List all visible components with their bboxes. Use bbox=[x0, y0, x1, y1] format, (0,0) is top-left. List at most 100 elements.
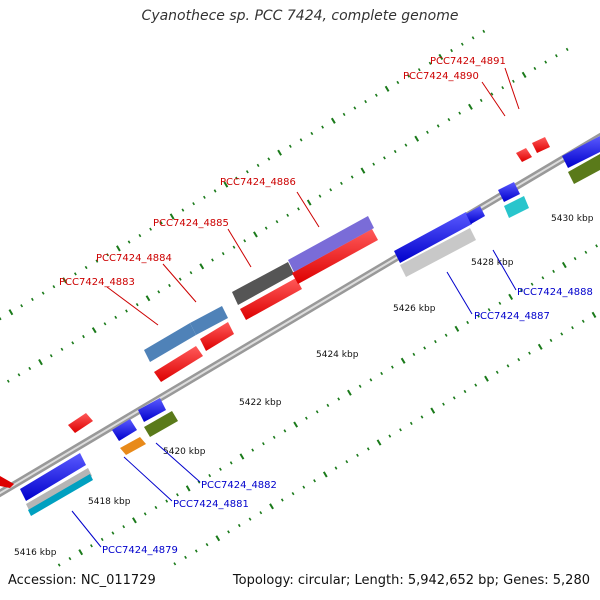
gene-feature[interactable] bbox=[232, 262, 294, 305]
gene-feature[interactable] bbox=[26, 468, 92, 512]
gene-feature[interactable] bbox=[498, 182, 520, 202]
gene-label[interactable]: PCC7424_4881 bbox=[173, 499, 249, 510]
gene-feature[interactable] bbox=[292, 229, 378, 284]
tick-mark bbox=[165, 499, 169, 503]
tick-mark bbox=[407, 74, 410, 78]
tick-mark bbox=[6, 379, 10, 383]
gene-feature[interactable] bbox=[138, 398, 166, 422]
gene-feature[interactable] bbox=[400, 228, 476, 277]
gene-feature[interactable] bbox=[112, 419, 137, 441]
tick-mark bbox=[31, 297, 34, 302]
ruler-label: 5416 kbp bbox=[14, 548, 57, 558]
gene-feature[interactable] bbox=[200, 322, 234, 351]
tick-mark bbox=[552, 269, 555, 274]
tick-mark bbox=[189, 271, 193, 275]
tick-mark bbox=[95, 259, 99, 263]
tick-mark bbox=[62, 277, 68, 284]
gene-feature[interactable] bbox=[144, 323, 196, 362]
gene-feature[interactable] bbox=[28, 474, 93, 516]
tick-mark bbox=[20, 304, 24, 308]
tick-mark bbox=[591, 311, 597, 318]
tick-mark bbox=[347, 389, 352, 396]
gene-feature[interactable] bbox=[240, 278, 302, 320]
tick-mark bbox=[498, 301, 502, 305]
tick-mark bbox=[211, 258, 214, 262]
gene-feature[interactable] bbox=[0, 476, 14, 488]
tick-mark bbox=[60, 347, 64, 351]
gene-feature[interactable] bbox=[516, 148, 532, 162]
tick-mark bbox=[501, 86, 505, 90]
gene-feature[interactable] bbox=[20, 453, 86, 501]
tick-mark bbox=[444, 333, 448, 337]
tick-mark bbox=[454, 325, 460, 332]
tick-mark bbox=[471, 36, 475, 40]
tick-mark bbox=[372, 162, 376, 166]
gene-feature[interactable] bbox=[68, 413, 93, 433]
tick-mark bbox=[318, 194, 322, 198]
ruler-label: 5424 kbp bbox=[316, 350, 359, 360]
tick-mark bbox=[269, 503, 274, 510]
tick-mark bbox=[248, 517, 252, 521]
tick-mark bbox=[125, 309, 128, 313]
accession-text: Accession: NC_011729 bbox=[8, 573, 156, 588]
tick-mark bbox=[111, 531, 115, 535]
gene-feature[interactable] bbox=[504, 196, 529, 218]
tick-mark bbox=[479, 98, 483, 103]
tick-mark bbox=[264, 226, 268, 230]
gene-feature[interactable] bbox=[144, 411, 178, 437]
tick-mark bbox=[138, 233, 142, 238]
gene-label[interactable]: PCC7424_4887 bbox=[474, 311, 550, 322]
gene-label[interactable]: PCC7424_4886 bbox=[220, 177, 296, 188]
tick-mark bbox=[482, 29, 486, 34]
gene-feature[interactable] bbox=[120, 437, 146, 455]
gene-label[interactable]: PCC7424_4879 bbox=[102, 545, 178, 556]
tick-mark bbox=[442, 402, 445, 406]
ruler-label: 5418 kbp bbox=[88, 497, 131, 507]
tick-mark bbox=[438, 53, 444, 61]
tick-mark bbox=[490, 92, 494, 96]
tick-mark bbox=[549, 338, 553, 343]
tick-mark bbox=[286, 213, 290, 217]
tick-mark bbox=[203, 195, 206, 199]
tick-mark bbox=[38, 359, 43, 366]
gene-feature[interactable] bbox=[154, 346, 203, 382]
gene-feature[interactable] bbox=[562, 136, 600, 168]
gene-label[interactable]: PCC7424_4888 bbox=[517, 287, 593, 298]
tick-mark bbox=[57, 563, 61, 567]
gene-label[interactable]: PCC7424_4890 bbox=[403, 71, 479, 82]
gene-feature[interactable] bbox=[288, 216, 374, 272]
gene-feature[interactable] bbox=[568, 154, 600, 184]
tick-mark bbox=[302, 485, 306, 489]
tick-mark bbox=[330, 117, 336, 124]
tick-mark bbox=[208, 473, 212, 478]
gene-label[interactable]: PCC7424_4884 bbox=[96, 253, 172, 264]
reverse-strand-genes bbox=[20, 136, 600, 516]
gene-label[interactable]: PCC7424_4882 bbox=[201, 480, 277, 491]
tick-mark bbox=[184, 555, 187, 560]
tick-mark bbox=[169, 213, 175, 220]
tick-mark bbox=[495, 370, 499, 374]
tick-mark bbox=[412, 352, 416, 357]
gene-feature[interactable] bbox=[532, 137, 550, 153]
tick-mark bbox=[293, 421, 299, 428]
tick-mark bbox=[215, 535, 221, 542]
tick-mark bbox=[376, 439, 382, 446]
gene-label[interactable]: PCC7424_4883 bbox=[59, 277, 135, 288]
gene-feature[interactable] bbox=[190, 306, 228, 335]
tick-mark bbox=[262, 442, 265, 446]
gene-label[interactable]: PCC7424_4891 bbox=[430, 56, 506, 67]
tick-mark bbox=[259, 511, 263, 515]
tick-mark bbox=[474, 383, 478, 387]
tick-mark bbox=[353, 106, 357, 110]
tick-mark bbox=[561, 261, 567, 269]
tick-mark bbox=[114, 315, 118, 320]
tick-mark bbox=[426, 130, 429, 134]
tick-mark bbox=[41, 291, 45, 295]
tick-mark bbox=[52, 285, 56, 289]
gene-label[interactable]: PCC7424_4885 bbox=[153, 218, 229, 229]
tick-mark bbox=[428, 61, 432, 65]
tick-mark bbox=[227, 530, 230, 534]
gene-feature[interactable] bbox=[466, 206, 485, 224]
gene-feature[interactable] bbox=[394, 212, 472, 263]
tick-mark bbox=[460, 42, 464, 46]
